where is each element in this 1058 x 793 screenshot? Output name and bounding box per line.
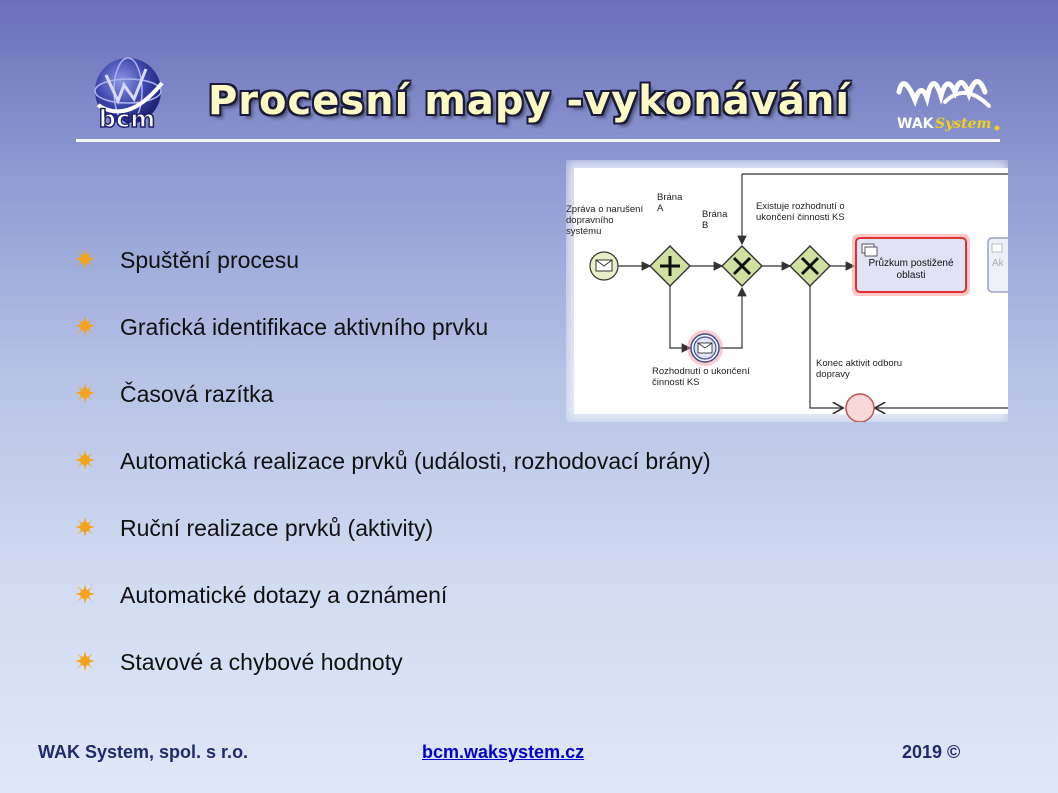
bullet-item: Automatická realizace prvků (události, r… xyxy=(74,441,711,508)
partial-task-label: Ak xyxy=(992,258,1005,269)
gateway-a-label-line2: A xyxy=(657,203,664,214)
page-title: Procesní mapy -vykonávání xyxy=(207,78,851,124)
bullet-text: Spuštění procesu xyxy=(120,247,300,273)
bullet-item: Časová razítka xyxy=(74,374,711,441)
start-label-line3: systému xyxy=(566,226,601,237)
star-bullet-icon xyxy=(75,450,95,470)
bullet-text: Stavové a chybové hodnoty xyxy=(120,649,403,675)
bullet-text: Ruční realizace prvků (aktivity) xyxy=(120,515,434,541)
svg-text:A: A xyxy=(657,203,664,214)
star-bullet-icon xyxy=(75,584,95,604)
svg-text:dopravního: dopravního xyxy=(566,215,614,226)
footer-link[interactable]: bcm.waksystem.cz xyxy=(422,742,585,762)
wak-system-logo: WAK System xyxy=(896,79,1000,132)
active-task xyxy=(855,237,967,293)
gateway-b-label-line2: B xyxy=(702,220,708,231)
star-bullet-icon xyxy=(75,249,95,269)
wak-logo-text: WAK xyxy=(897,116,935,132)
process-diagram: Průzkum postižené oblasti Ak Zpráva o na… xyxy=(566,160,1008,422)
bullet-item: Grafická identifikace aktivního prvku xyxy=(74,307,711,374)
bullet-item: Automatické dotazy a oznámení xyxy=(74,575,711,642)
start-label-line1: Zpráva o narušení xyxy=(566,204,643,215)
bullet-list: Spuštění procesu Grafická identifikace a… xyxy=(74,240,711,709)
bullet-text: Automatická realizace prvků (události, r… xyxy=(120,448,711,474)
condition-top-line1: Existuje rozhodnutí o xyxy=(756,201,845,212)
gateway-b-label-line1: Brána xyxy=(702,209,728,220)
svg-text:B: B xyxy=(702,220,708,231)
bullet-text: Časová razítka xyxy=(120,381,274,407)
bullet-item: Stavové a chybové hodnoty xyxy=(74,642,711,709)
bullet-text: Automatické dotazy a oznámení xyxy=(120,582,448,608)
end-event xyxy=(845,393,875,422)
condition-bottom-line1: Konec aktivit odboru xyxy=(816,358,902,369)
bullet-item: Spuštění procesu xyxy=(74,240,711,307)
task-label-line2: oblasti xyxy=(897,270,926,281)
svg-text:Zpráva o narušení: Zpráva o narušení xyxy=(566,204,643,215)
svg-text:Brána: Brána xyxy=(702,209,728,220)
footer-year: 2019 © xyxy=(902,742,961,762)
condition-bottom-line2: dopravy xyxy=(816,369,850,380)
condition-top-line2: ukončení činnosti KS xyxy=(756,212,845,223)
svg-text:činnosti KS: činnosti KS xyxy=(652,377,700,388)
star-bullet-icon xyxy=(75,383,95,403)
bullet-item: Ruční realizace prvků (aktivity) xyxy=(74,508,711,575)
message-label-line2: činnosti KS xyxy=(652,377,700,388)
svg-text:systému: systému xyxy=(566,226,601,237)
svg-text:Existuje rozhodnutí o: Existuje rozhodnutí o xyxy=(756,201,845,212)
message-label-line1: Rozhodnutí o ukončení xyxy=(652,366,750,377)
footer-company: WAK System, spol. s r.o. xyxy=(38,742,249,762)
svg-text:dopravy: dopravy xyxy=(816,369,850,380)
bcm-logo-text: bcm xyxy=(99,105,155,133)
task-label-line1: Průzkum postižené xyxy=(868,257,953,269)
svg-text:ukončení činnosti KS: ukončení činnosti KS xyxy=(756,212,845,223)
gateway-a-label-line1: Brána xyxy=(657,192,683,203)
bullet-text: Grafická identifikace aktivního prvku xyxy=(120,314,489,340)
svg-text:Brána: Brána xyxy=(657,192,683,203)
svg-text:Konec aktivit odboru: Konec aktivit odboru xyxy=(816,358,902,369)
star-bullet-icon xyxy=(75,651,95,671)
svg-text:oblasti: oblasti xyxy=(897,270,926,281)
start-label-line2: dopravního xyxy=(566,215,614,226)
title-divider xyxy=(76,139,1000,142)
star-bullet-icon xyxy=(75,316,95,336)
system-logo-text: System xyxy=(935,116,991,132)
star-bullet-icon xyxy=(75,517,95,537)
bcm-logo: bcm xyxy=(94,57,164,133)
svg-text:Průzkum postižené: Průzkum postižené xyxy=(868,257,953,269)
svg-text:Rozhodnutí o ukončení: Rozhodnutí o ukončení xyxy=(652,366,750,377)
